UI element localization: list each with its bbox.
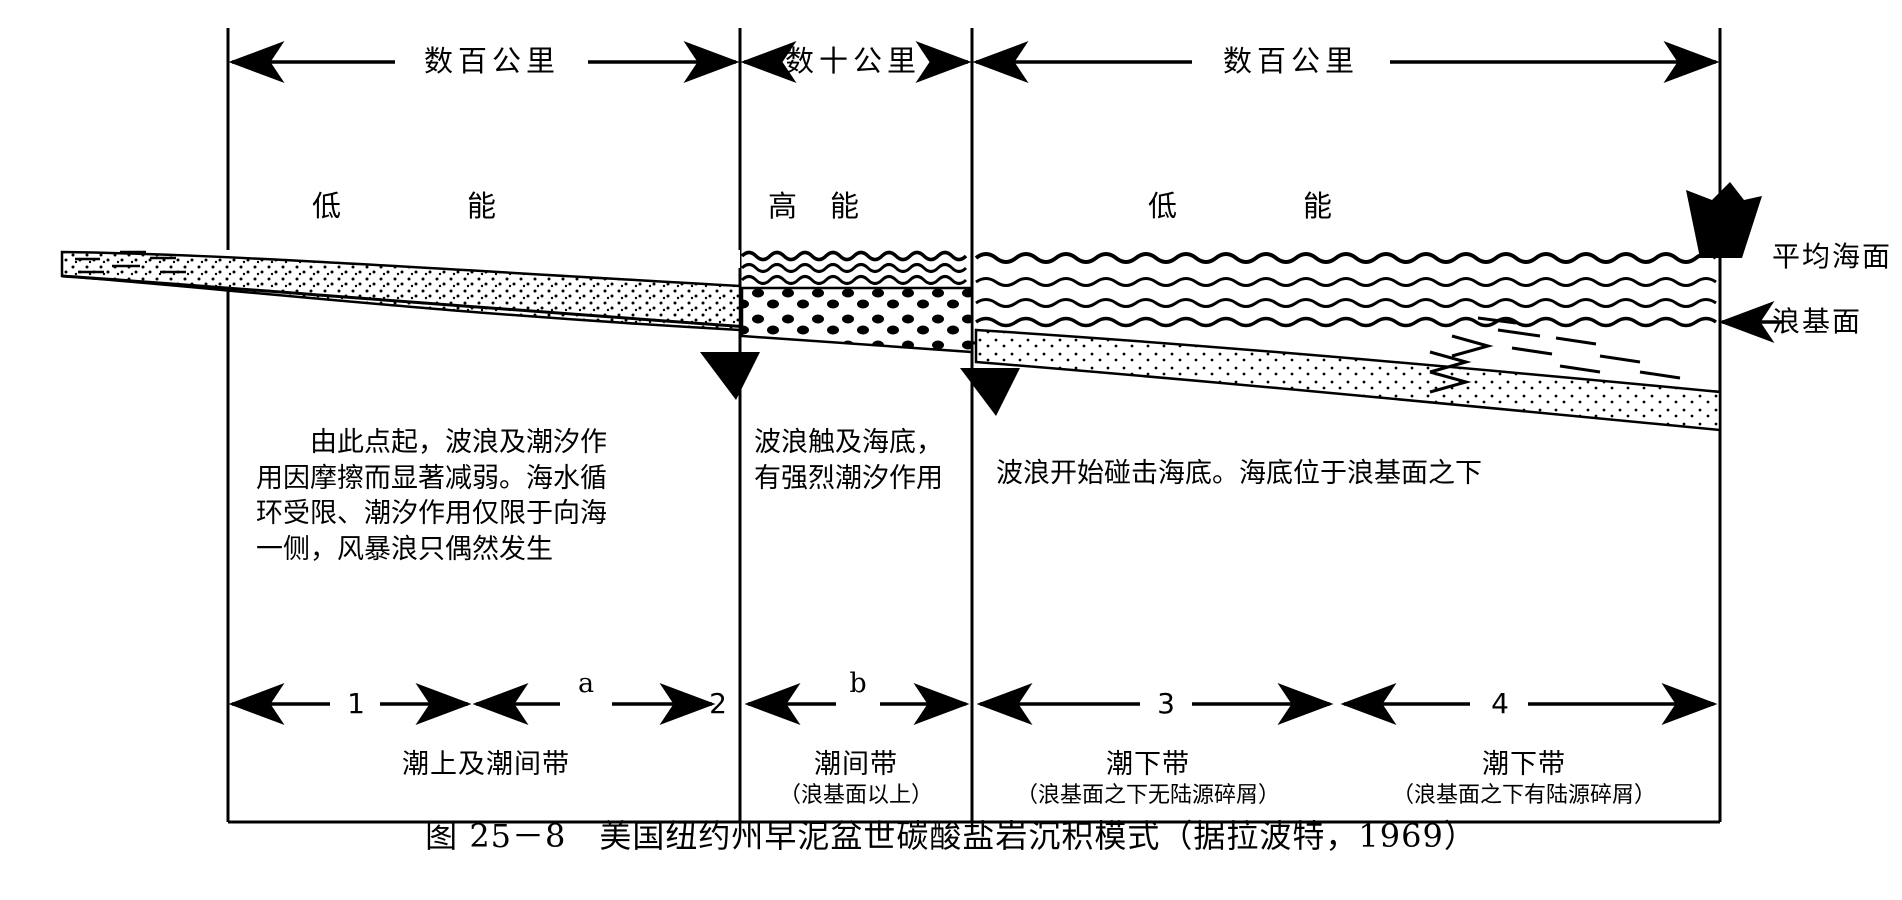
zone-name-3-main: 潮下带	[1106, 749, 1190, 780]
energy-label-high: 高 能	[768, 189, 862, 223]
scale-number-3: 3	[1157, 687, 1175, 720]
energy-label-low-1: 低 能	[312, 189, 499, 223]
zone-name-1-main: 潮上及潮间带	[402, 749, 570, 780]
scale-letter-b: b	[849, 668, 867, 699]
sea-wave-shoal-3	[740, 275, 968, 285]
wave-base-line	[974, 316, 1718, 328]
zone-name-1: 潮上及潮间带	[236, 748, 736, 782]
dimension-label-3: 数百公里	[1222, 44, 1359, 78]
dimension-label-1: 数百公里	[423, 44, 560, 78]
zone-name-2: 潮间带 （浪基面以上）	[744, 748, 968, 809]
breakpoint-arrow-1	[700, 352, 760, 400]
description-zone-cd: 波浪开始碰击海底。海底位于浪基面之下	[996, 458, 1482, 489]
breakpoint-arrow-2	[960, 368, 1020, 416]
shelf-wave-line-3	[975, 298, 1717, 308]
description-zone-b: 波浪触及海底，有强烈潮汐作用	[754, 427, 943, 494]
scale-number-4: 4	[1491, 687, 1509, 720]
zone-name-2-main: 潮间带	[814, 749, 898, 780]
dimension-label-2: 数十公里	[784, 44, 921, 78]
mud-dash-marks-left	[75, 250, 186, 274]
energy-label-low-2: 低 能	[1148, 189, 1335, 223]
zone-name-4: 潮下带 （浪基面之下有陆源碎屑）	[1332, 748, 1716, 809]
description-zone-a: 由此点起，波浪及潮汐作用因摩擦而显著减弱。海水循环受限、潮汐作用仅限于向海一侧，…	[256, 427, 607, 565]
zone-name-3-sub: （浪基面之下无陆源碎屑）	[1015, 782, 1280, 808]
terrigenous-clastic-marks	[1429, 316, 1681, 394]
zone-name-3: 潮下带 （浪基面之下无陆源碎屑）	[976, 748, 1320, 809]
figure-caption: 图 25－8 美国纽约州早泥盆世碳酸盐岩沉积模式（据拉波特，1969）	[425, 817, 1477, 855]
scale-letter-a: a	[577, 668, 595, 699]
peritidal-sediment-wedge	[60, 250, 742, 332]
label-wave-base: 浪基面	[1772, 305, 1863, 338]
sea-wave-shoal-2	[740, 263, 968, 273]
mean-sea-level-pointer-arrow	[1686, 182, 1762, 258]
mean-sea-level-wave-line	[974, 252, 1718, 264]
sea-surface-wave-shoal	[740, 250, 968, 262]
shelf-wave-line-2	[975, 277, 1717, 287]
scale-number-1: 1	[347, 687, 365, 720]
label-mean-sea-level: 平均海面	[1772, 240, 1893, 273]
scale-number-2: 2	[709, 687, 727, 720]
zone-name-2-sub: （浪基面以上）	[778, 782, 933, 808]
zone-name-4-sub: （浪基面之下有陆源碎屑）	[1391, 782, 1656, 808]
high-energy-shoal-body	[740, 286, 974, 354]
open-shelf-sediment-wedge	[974, 328, 1722, 432]
zone-name-4-main: 潮下带	[1482, 749, 1566, 780]
